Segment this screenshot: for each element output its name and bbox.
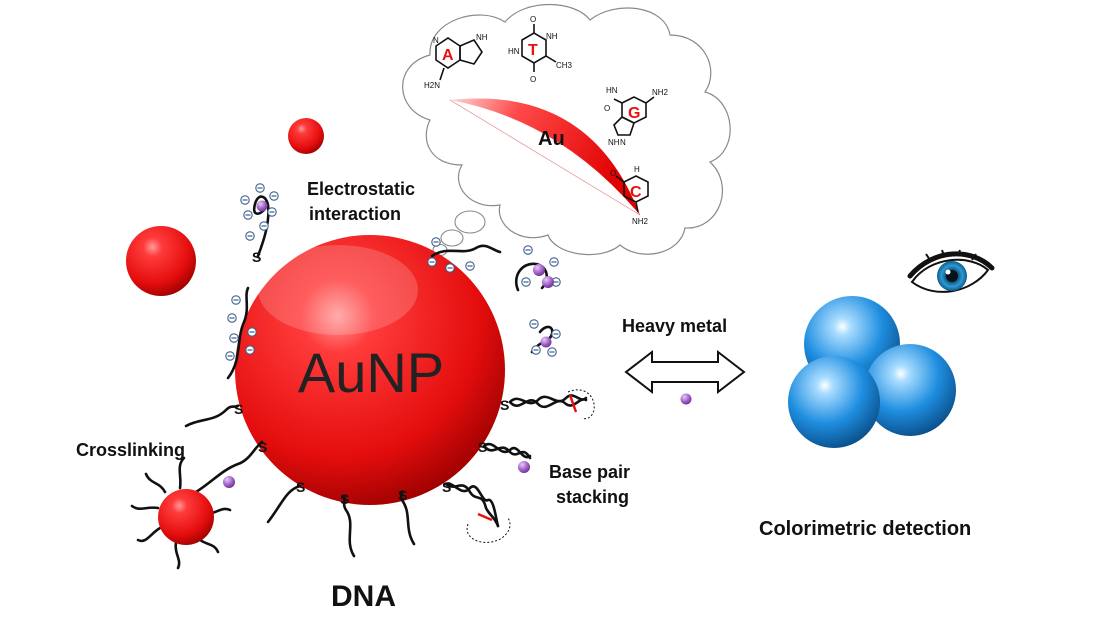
aunp-label: AuNP [298,341,444,404]
charge-9 [227,313,237,323]
metal-ions [223,200,692,488]
base-letter-a: A [442,47,454,64]
label-crosslinking: Crosslinking [76,440,185,460]
cytosine-nh2: NH2 [632,217,649,226]
thymine-structure: T O NH HN O CH3 [508,15,573,84]
charge-16 [445,263,455,273]
dna-strands [184,195,554,558]
metal-ion-4 [540,336,552,348]
charge-7 [245,231,255,241]
charge-25 [547,347,557,357]
eye-icon [907,249,995,293]
guanine-structure: G NH2 HN O N NH [604,86,669,147]
charge-2 [243,210,253,220]
small-gold-nanoparticle [288,118,324,154]
charge-4 [269,191,279,201]
thiol-s-4: S [296,479,305,495]
charge-17 [465,261,475,271]
thiol-labels: S S S S S S S S S [234,249,509,507]
charge-10 [229,333,239,343]
thiol-s-8: S [478,439,487,455]
cytosine-structure: C H O NH2 [610,165,649,226]
double-helix-right [508,394,588,413]
label-electrostatic-line1: Electrostatic [307,179,415,199]
base-letter-t: T [528,42,538,59]
thiol-s-7: S [500,397,509,413]
guanine-nh2: NH2 [652,88,669,97]
negative-charges [225,183,561,361]
label-colorimetric-detection: Colorimetric detection [759,518,971,540]
label-base-pair-line2: stacking [556,487,629,507]
charge-15 [427,257,437,267]
charge-3 [255,183,265,193]
thymine-ch3: CH3 [556,61,573,70]
charge-22 [529,319,539,329]
metal-ion-5 [223,476,235,488]
charge-8 [231,295,241,305]
central-aunp: AuNP [235,235,505,505]
charge-11 [225,351,235,361]
base-letter-g: G [628,105,640,122]
adenine-nh: NH [476,33,488,42]
charge-5 [267,207,277,217]
thymine-hn: HN [508,47,520,56]
label-dna: DNA [331,580,396,613]
thiol-s-5: S [340,491,349,507]
metal-ion-3 [542,276,554,288]
adenine-n1: N [433,36,439,45]
label-electrostatic-line2: interaction [309,204,401,224]
charge-13 [245,345,255,355]
thiol-s-2: S [234,401,243,417]
adenine-structure: A N NH H2N [424,33,488,90]
thiol-s-3: S [258,439,267,455]
charge-23 [551,329,561,339]
label-base-pair-line1: Base pair [549,462,630,482]
aggregate-sphere-right [864,344,956,436]
au-surface-wedge: Au [449,98,641,216]
thymine-o1: O [530,15,536,24]
rotation-arrow-bottom [466,517,511,543]
aggregated-nanoparticles [788,296,956,448]
charge-18 [523,245,533,255]
label-heavy-metal: Heavy metal [622,316,727,336]
base-letter-c: C [630,184,642,201]
guanine-n: N [620,138,626,147]
charge-6 [259,221,269,231]
guanine-hn: HN [606,86,618,95]
double-helix-base-stacking [482,442,532,460]
thymine-nh: NH [546,32,558,41]
cytosine-o: O [610,169,616,178]
rotation-arrow-right [567,389,595,420]
charge-12 [247,327,257,337]
charge-14 [431,237,441,247]
charge-1 [240,195,250,205]
thymine-o2: O [530,75,536,84]
double-helix-bottom [444,482,500,528]
metal-ion-7 [680,393,692,405]
thiol-s-9: S [442,479,451,495]
charge-24 [531,345,541,355]
medium-gold-nanoparticle [126,226,196,296]
metal-ion-1 [256,200,268,212]
adenine-nh2: H2N [424,81,440,90]
thiol-s-1: S [252,249,261,265]
cytosine-h: H [634,165,640,174]
metal-ion-6 [518,461,530,473]
charge-20 [521,277,531,287]
guanine-o: O [604,104,610,113]
thiol-s-6: S [398,487,407,503]
aggregate-sphere-left [788,356,880,448]
crosslinked-small-nanoparticle [130,456,232,570]
guanine-nh: NH [608,138,620,147]
metal-ion-2 [533,264,545,276]
charge-19 [549,257,559,267]
double-arrow-icon [624,349,746,395]
charge-21 [551,277,561,287]
au-label: Au [538,128,565,150]
